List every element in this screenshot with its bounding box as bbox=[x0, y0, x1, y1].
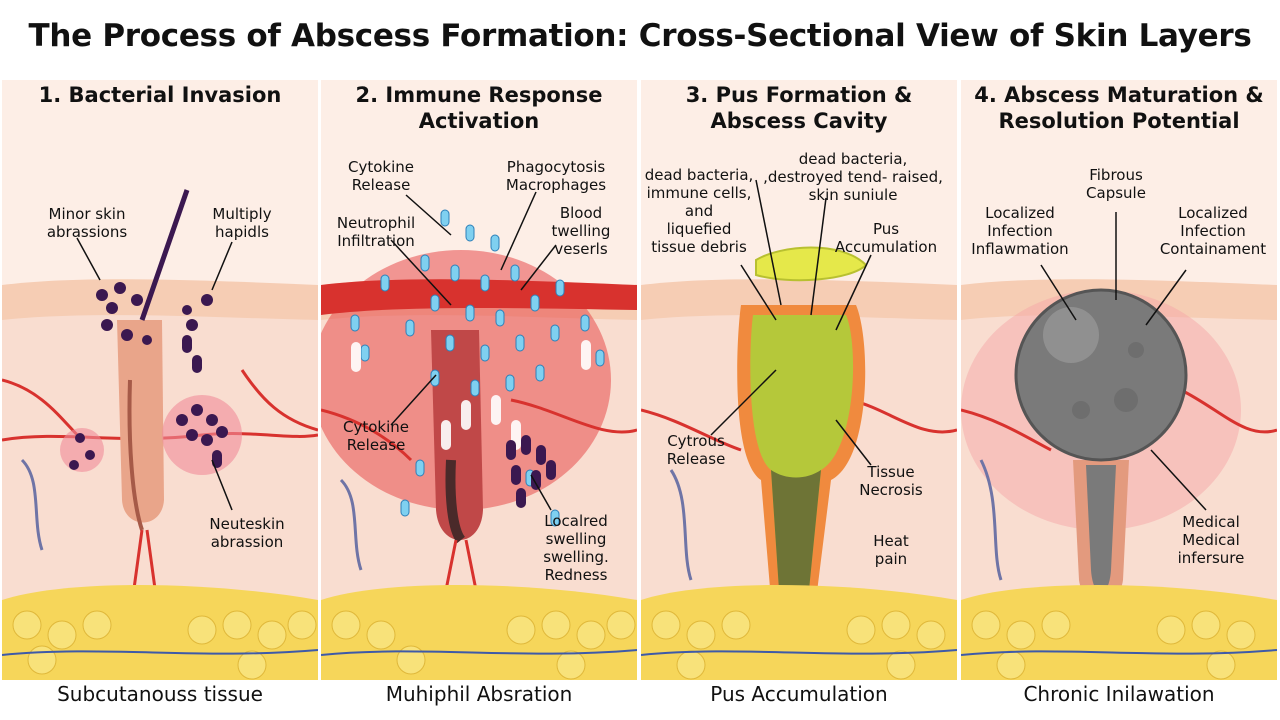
label-dead-bacteria-raised: dead bacteria,,destroyed tend- raised,sk… bbox=[763, 150, 943, 204]
panel-4-illustration bbox=[961, 80, 1277, 680]
caption-panel-1: Subcutanouss tissue bbox=[57, 682, 263, 706]
panel-2-illustration bbox=[321, 80, 637, 680]
panel-title: 1. Bacterial Invasion bbox=[38, 83, 282, 107]
panel-title: 4. Abscess Maturation &Resolution Potent… bbox=[974, 83, 1264, 133]
panel-abscess-maturation: 4. Abscess Maturation &Resolution Potent… bbox=[961, 80, 1277, 680]
panel-pus-formation: 3. Pus Formation &Abscess Cavity dead ba… bbox=[641, 80, 957, 680]
panel-1-illustration bbox=[2, 80, 318, 680]
caption-panel-4: Chronic Inilawation bbox=[1023, 682, 1215, 706]
caption-panel-2: Muhiphil Absration bbox=[385, 682, 573, 706]
diagram-title: The Process of Abscess Formation: Cross-… bbox=[28, 18, 1252, 54]
panel-title: 3. Pus Formation &Abscess Cavity bbox=[685, 83, 913, 133]
caption-panel-3: Pus Accumulation bbox=[710, 682, 888, 706]
panel-3-illustration bbox=[641, 80, 957, 680]
